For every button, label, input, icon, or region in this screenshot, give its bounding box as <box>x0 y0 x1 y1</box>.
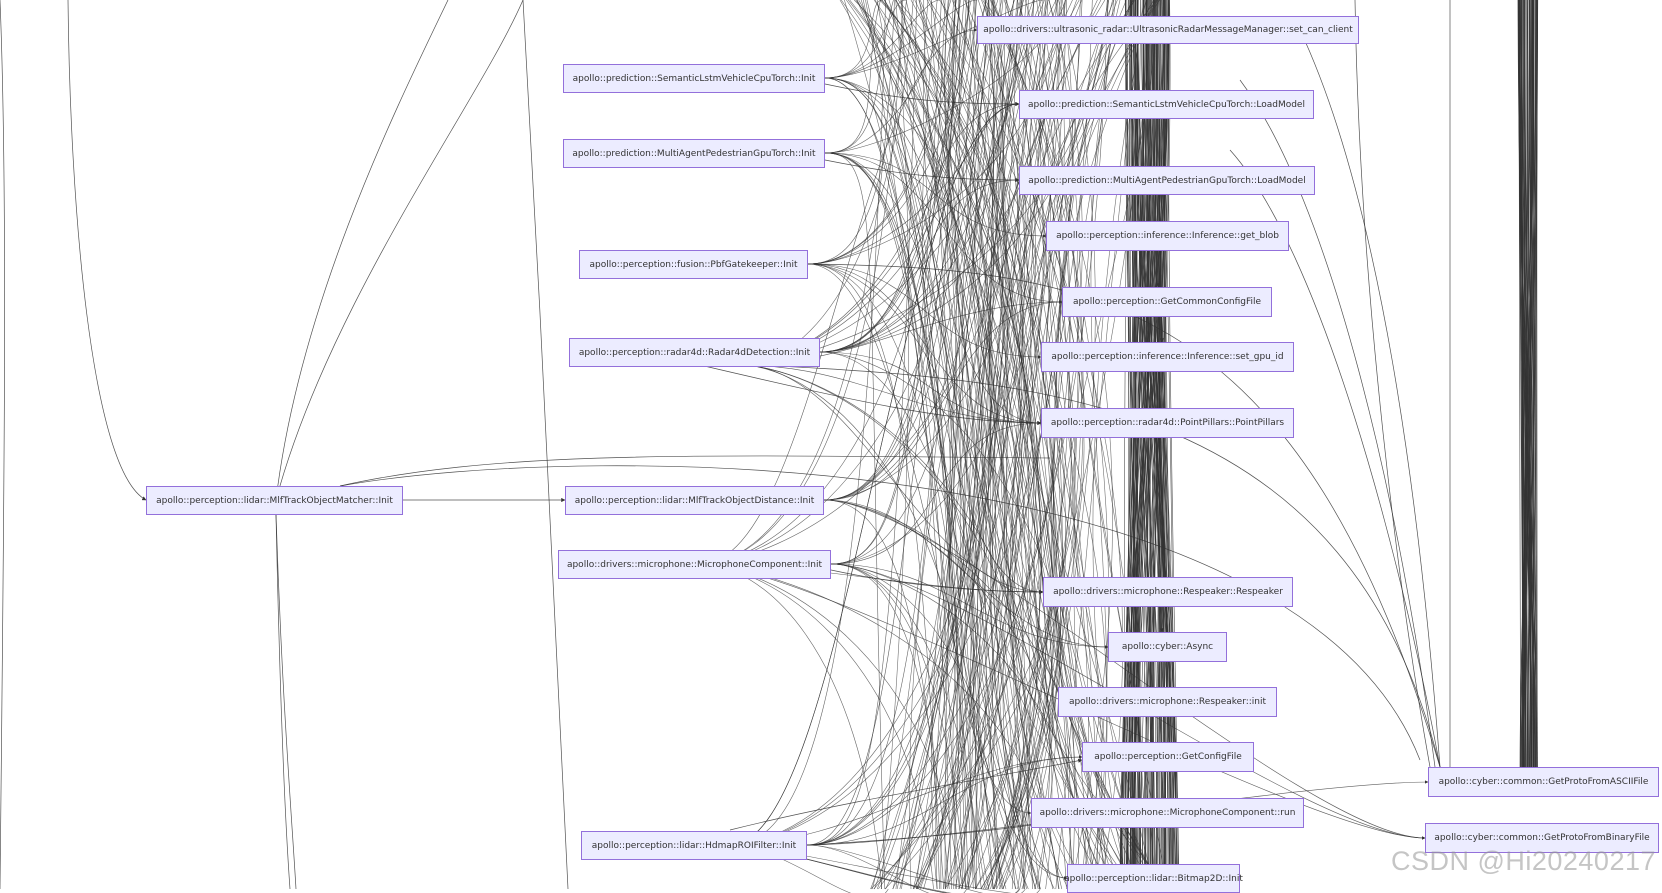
node-bitmap2d-init[interactable]: apollo::perception::lidar::Bitmap2D::Ini… <box>1067 864 1240 893</box>
node-pbf-gatekeeper-init[interactable]: apollo::perception::fusion::PbfGatekeepe… <box>579 250 808 279</box>
node-set-can-client[interactable]: apollo::drivers::ultrasonic_radar::Ultra… <box>977 16 1359 44</box>
edge <box>68 0 146 500</box>
watermark: CSDN @Hi20240217 <box>1391 846 1656 877</box>
node-semantic-lstm-loadmodel[interactable]: apollo::prediction::SemanticLstmVehicleC… <box>1019 90 1314 119</box>
node-multiagent-ped-loadmodel[interactable]: apollo::prediction::MultiAgentPedestrian… <box>1019 166 1315 195</box>
node-microphone-component-run[interactable]: apollo::drivers::microphone::MicrophoneC… <box>1031 798 1304 828</box>
edge <box>825 153 885 889</box>
node-cyber-async[interactable]: apollo::cyber::Async <box>1108 632 1227 662</box>
node-get-config-file[interactable]: apollo::perception::GetConfigFile <box>1082 742 1254 772</box>
node-multiagent-ped-init[interactable]: apollo::prediction::MultiAgentPedestrian… <box>563 139 825 168</box>
edge <box>807 0 917 845</box>
node-respeaker-init[interactable]: apollo::drivers::microphone::Respeaker::… <box>1058 687 1277 717</box>
node-pointpillars[interactable]: apollo::perception::radar4d::PointPillar… <box>1041 408 1294 438</box>
edge <box>1355 0 1430 767</box>
edge <box>276 0 523 500</box>
edge <box>0 0 5 889</box>
edge <box>730 0 886 845</box>
node-get-proto-from-ascii-file[interactable]: apollo::cyber::common::GetProtoFromASCII… <box>1428 767 1659 797</box>
edge <box>881 0 909 889</box>
node-semantic-lstm-init[interactable]: apollo::prediction::SemanticLstmVehicleC… <box>563 64 825 93</box>
edge <box>740 0 913 365</box>
node-radar4d-detection-init[interactable]: apollo::perception::radar4d::Radar4dDete… <box>569 338 820 367</box>
edge <box>523 0 568 889</box>
node-mlf-track-object-matcher-init[interactable]: apollo::perception::lidar::MlfTrackObjec… <box>146 486 403 515</box>
node-inference-get-blob[interactable]: apollo::perception::inference::Inference… <box>1046 221 1289 251</box>
edge <box>857 0 1064 889</box>
edge <box>808 0 956 264</box>
edge <box>825 153 968 889</box>
node-respeaker-respeaker[interactable]: apollo::drivers::microphone::Respeaker::… <box>1043 577 1293 607</box>
node-hdmap-roi-filter-init[interactable]: apollo::perception::lidar::HdmapROIFilte… <box>581 831 807 860</box>
edge <box>276 0 448 500</box>
node-microphone-component-init[interactable]: apollo::drivers::microphone::MicrophoneC… <box>558 550 831 579</box>
node-inference-set-gpu-id[interactable]: apollo::perception::inference::Inference… <box>1041 342 1294 372</box>
edge <box>276 515 296 889</box>
edge <box>825 153 952 889</box>
edge <box>700 30 977 564</box>
node-get-common-config-file[interactable]: apollo::perception::GetCommonConfigFile <box>1062 287 1272 317</box>
edge <box>807 0 1006 845</box>
node-mlf-track-object-distance-init[interactable]: apollo::perception::lidar::MlfTrackObjec… <box>565 486 824 515</box>
